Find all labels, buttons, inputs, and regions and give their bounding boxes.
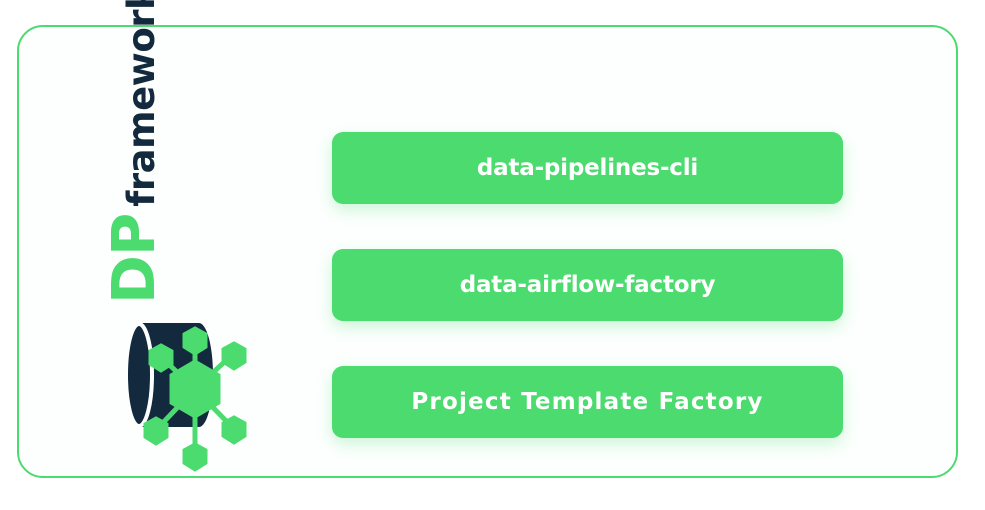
database-node-network-icon bbox=[124, 322, 247, 472]
node-network-shape bbox=[143, 326, 247, 472]
module-button-data-airflow-factory[interactable]: data-airflow-factory bbox=[332, 249, 843, 321]
brand-wordmark: DP framework bbox=[99, 0, 334, 304]
module-button-project-template-factory[interactable]: Project Template Factory bbox=[332, 366, 843, 438]
framework-panel: DP framework bbox=[17, 0, 958, 478]
module-button-data-pipelines-cli[interactable]: data-pipelines-cli bbox=[332, 132, 843, 204]
module-list: data-pipelines-cli data-airflow-factory … bbox=[332, 132, 843, 438]
brand-abbreviation: DP bbox=[99, 213, 168, 304]
brand-wordmark-label: framework bbox=[120, 0, 163, 207]
brand-logo: DP framework bbox=[99, 0, 284, 472]
